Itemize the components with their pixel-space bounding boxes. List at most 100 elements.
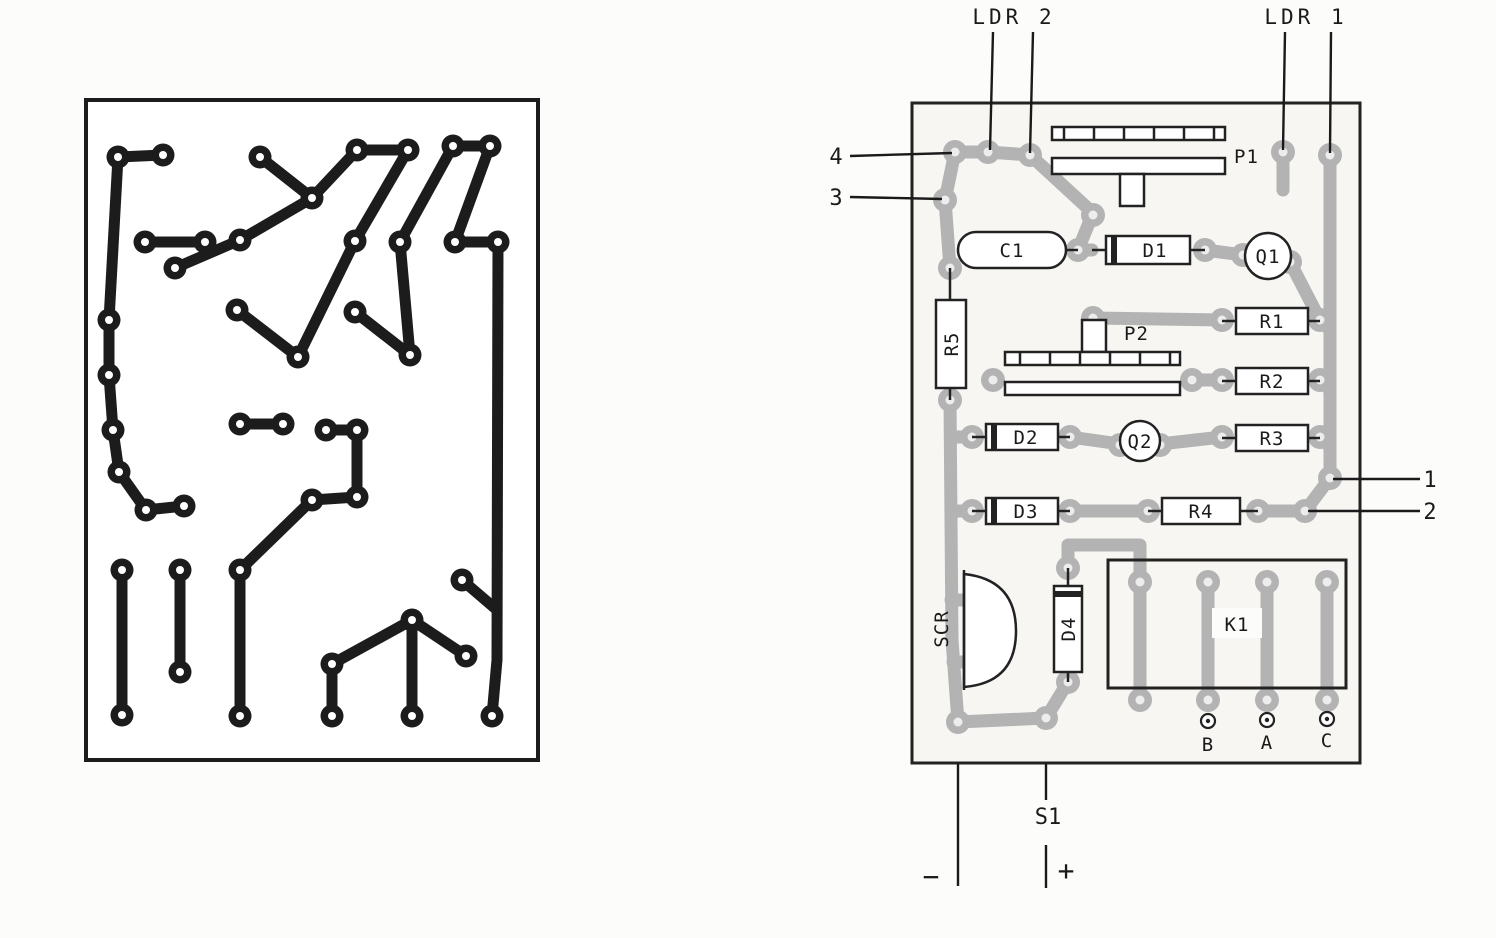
pad [97, 308, 121, 332]
component-label-k1: K1 [1225, 614, 1250, 636]
pad [225, 298, 249, 322]
pad [110, 703, 134, 727]
pad [450, 568, 474, 592]
component-label-q2: Q2 [1128, 431, 1153, 453]
component-p2: P2 [1003, 318, 1182, 397]
terminal-dot [1205, 718, 1211, 724]
pad [343, 300, 367, 324]
callout-line-ldr1-b [1328, 31, 1333, 154]
component-c1: C1 [956, 230, 1078, 270]
component-label-r1: R1 [1260, 311, 1285, 333]
pad [345, 485, 369, 509]
diode-body [1052, 584, 1084, 674]
trace [943, 393, 965, 729]
pad [228, 558, 252, 582]
pad [1196, 570, 1220, 594]
pad [1081, 203, 1105, 227]
component-r5: R5 [934, 268, 968, 400]
pad [1196, 688, 1220, 712]
component-label-r4: R4 [1189, 501, 1214, 523]
component-label-q1: Q1 [1256, 246, 1281, 268]
trace [292, 235, 361, 363]
callout-line-4 [849, 151, 953, 158]
pad [271, 412, 295, 436]
pad [248, 145, 272, 169]
pad [1315, 570, 1339, 594]
pad [193, 230, 217, 254]
pad [976, 140, 1000, 164]
trace [394, 140, 459, 248]
pad [454, 644, 478, 668]
pad [151, 143, 175, 167]
pad [300, 488, 324, 512]
component-label-p2: P2 [1124, 323, 1149, 345]
component-r1: R1 [1222, 306, 1320, 336]
scr-body [962, 572, 1018, 689]
pad [172, 494, 196, 518]
terminals: B A C [1199, 710, 1336, 756]
trace [349, 144, 414, 247]
component-label-p1: P1 [1234, 146, 1259, 168]
component-q1: Q1 [1243, 231, 1293, 281]
trace [951, 711, 1053, 729]
pad [228, 704, 252, 728]
callout-label-3: 3 [829, 186, 842, 211]
pad [134, 498, 158, 522]
capacitor-body [956, 230, 1068, 270]
diode-body [984, 422, 1060, 452]
pad [106, 145, 130, 169]
pad [107, 460, 131, 484]
callout-label-s1: S1 [1035, 805, 1062, 830]
diode-body [1104, 234, 1192, 266]
transistor-body [1243, 231, 1293, 281]
component-scr: SCR [931, 570, 1018, 690]
callout-line-ldr1-a [1281, 31, 1287, 151]
component-r4: R4 [1148, 496, 1258, 526]
terminal-label-a: A [1261, 732, 1273, 754]
terminal-label-b: B [1202, 734, 1214, 756]
resistor-body [934, 298, 968, 390]
trimmer-shaft [1118, 172, 1146, 208]
terminal-dot [1324, 716, 1330, 722]
pad [343, 229, 367, 253]
component-q2: Q2 [1118, 419, 1162, 463]
pad [1128, 688, 1152, 712]
component-label-c1: C1 [1000, 240, 1025, 262]
pad [443, 230, 467, 254]
pad [228, 412, 252, 436]
resistor-body [1234, 306, 1310, 336]
pad [97, 363, 121, 387]
component-d1: D1 [1092, 234, 1205, 266]
pad [1180, 368, 1204, 392]
component-placement-board: P1 C1 D1 Q1 R5 [910, 101, 1362, 765]
pad [345, 418, 369, 442]
copper-layout-board [84, 98, 540, 762]
component-d2: D2 [972, 422, 1070, 452]
callout-line-3 [849, 195, 943, 201]
resistor-body [1234, 423, 1310, 453]
diode-body [984, 496, 1060, 526]
trace [231, 304, 304, 363]
pad [320, 652, 344, 676]
pad [168, 660, 192, 684]
pad [228, 228, 252, 252]
pad [320, 704, 344, 728]
component-label-scr: SCR [931, 610, 953, 647]
transistor-body [1118, 419, 1162, 463]
callout-label-ldr1: LDR 1 [1264, 5, 1347, 29]
pad [1128, 570, 1152, 594]
terminal-dot [1264, 717, 1270, 723]
pad [396, 138, 420, 162]
component-label-d1: D1 [1143, 240, 1168, 262]
terminal-label-c: C [1321, 730, 1333, 752]
pad [400, 704, 424, 728]
component-d3: D3 [972, 496, 1070, 526]
trace [306, 424, 363, 506]
resistor-body [1160, 496, 1242, 526]
pad [981, 368, 1005, 392]
minus-terminal-label: − [923, 860, 940, 893]
pad [345, 138, 369, 162]
pad [398, 343, 422, 367]
